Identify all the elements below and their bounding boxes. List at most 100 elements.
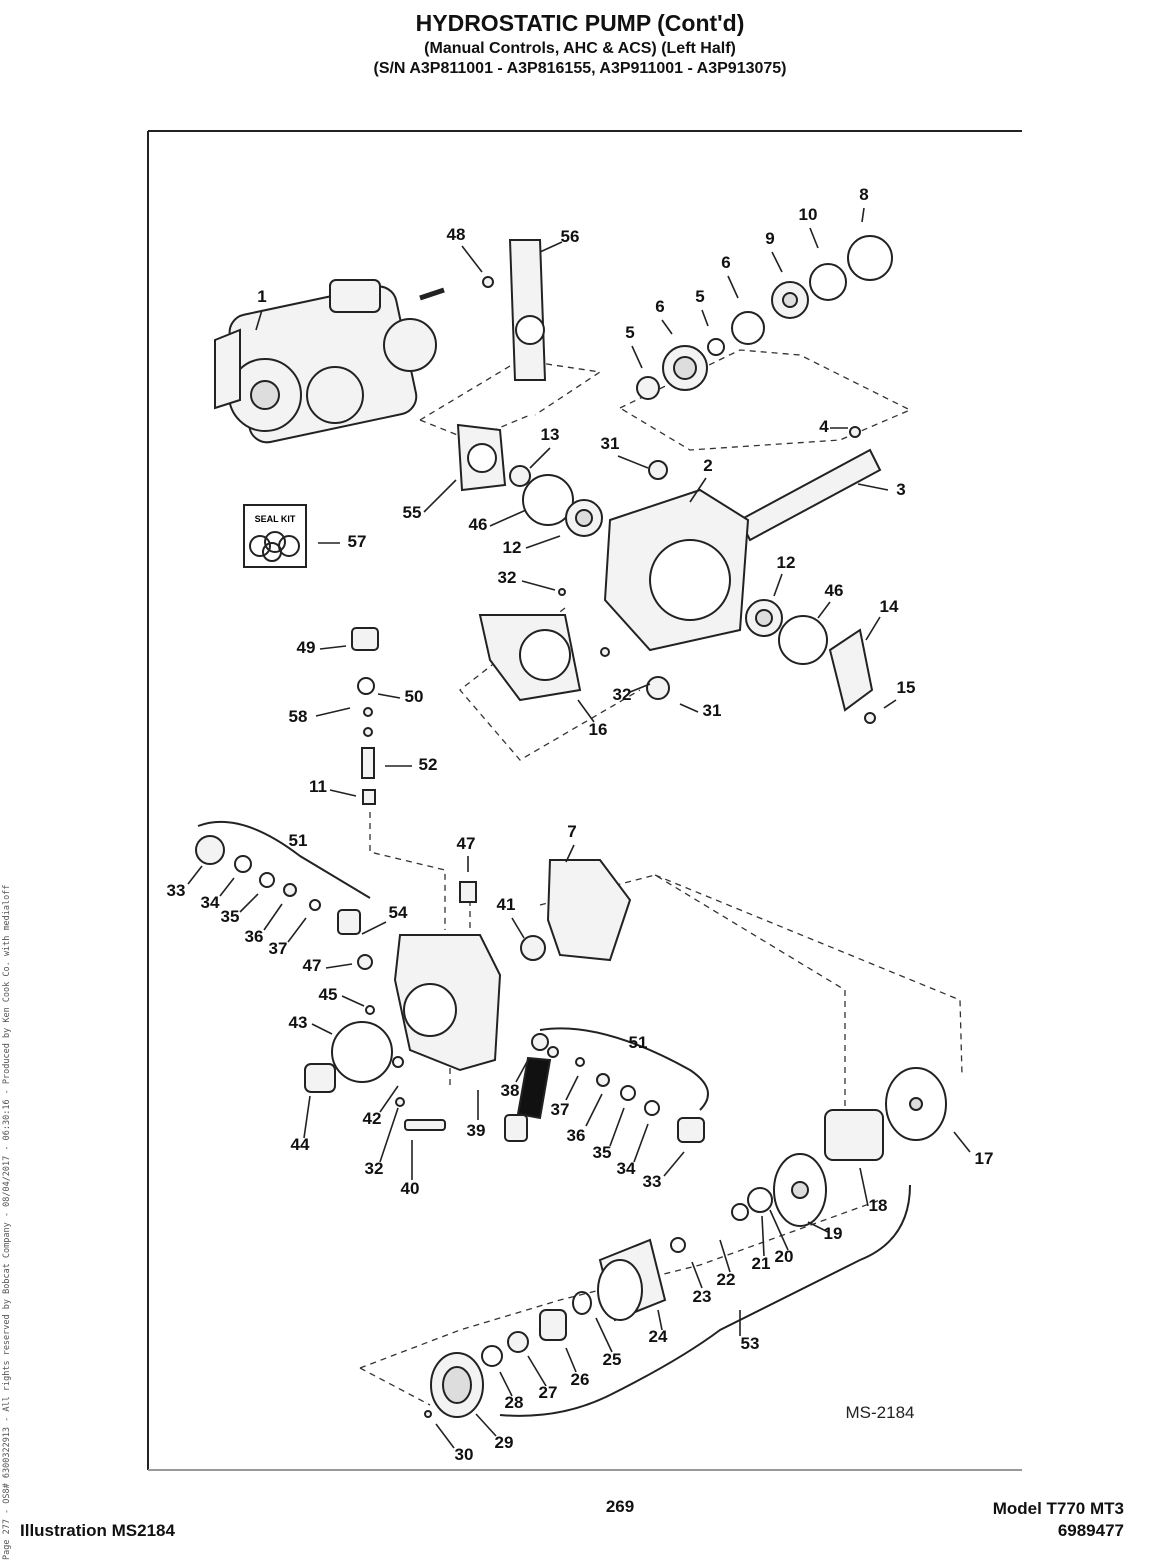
callout-57: 57 bbox=[348, 532, 367, 551]
page-subtitle: (Manual Controls, AHC & ACS) (Left Half) bbox=[424, 40, 736, 57]
callout-6: 6 bbox=[655, 297, 664, 316]
part-number: 6989477 bbox=[1057, 1521, 1124, 1540]
leader-line bbox=[817, 601, 831, 619]
leader-line bbox=[595, 1317, 613, 1353]
callout-12: 12 bbox=[503, 538, 522, 557]
leader-line bbox=[727, 275, 739, 299]
callout-51: 51 bbox=[289, 831, 308, 850]
leader-line bbox=[489, 509, 527, 527]
callout-40: 40 bbox=[401, 1179, 420, 1198]
callout-1: 1 bbox=[257, 287, 266, 306]
seal-kit-icon: SEAL KIT bbox=[243, 504, 307, 568]
leader-line bbox=[771, 251, 783, 273]
callout-5: 5 bbox=[625, 323, 634, 342]
callout-16: 16 bbox=[589, 720, 608, 739]
leader-line bbox=[529, 447, 551, 469]
leader-line bbox=[617, 455, 649, 469]
callout-41: 41 bbox=[497, 895, 516, 914]
seal-kit-label: SEAL KIT bbox=[255, 514, 296, 524]
callout-32: 32 bbox=[498, 568, 517, 587]
callout-18: 18 bbox=[869, 1196, 888, 1215]
illustration-frame bbox=[147, 130, 1022, 1471]
leader-line bbox=[499, 1371, 513, 1397]
callout-20: 20 bbox=[775, 1247, 794, 1266]
callout-5: 5 bbox=[695, 287, 704, 306]
callout-13: 13 bbox=[541, 425, 560, 444]
leader-line bbox=[525, 535, 561, 549]
leader-line bbox=[303, 1095, 311, 1139]
callout-43: 43 bbox=[289, 1013, 308, 1032]
callout-49: 49 bbox=[297, 638, 316, 657]
callout-37: 37 bbox=[551, 1100, 570, 1119]
leader-line bbox=[239, 893, 259, 913]
leader-line bbox=[311, 1023, 333, 1035]
callout-44: 44 bbox=[291, 1135, 310, 1154]
leader-line bbox=[719, 1239, 731, 1273]
leader-line bbox=[287, 917, 307, 943]
callout-55: 55 bbox=[403, 503, 422, 522]
callout-2: 2 bbox=[703, 456, 712, 475]
callout-32: 32 bbox=[365, 1159, 384, 1178]
callout-4: 4 bbox=[819, 417, 829, 436]
leader-line bbox=[761, 1215, 765, 1257]
callout-33: 33 bbox=[167, 881, 186, 900]
callout-31: 31 bbox=[703, 701, 722, 720]
leader-line bbox=[315, 707, 351, 717]
leader-line bbox=[807, 1221, 829, 1233]
callout-22: 22 bbox=[717, 1270, 736, 1289]
leader-line bbox=[187, 865, 203, 885]
callout-23: 23 bbox=[693, 1287, 712, 1306]
leader-line bbox=[663, 1151, 685, 1177]
callout-11: 11 bbox=[309, 777, 327, 796]
callout-10: 10 bbox=[799, 205, 818, 224]
leader-line bbox=[361, 921, 387, 935]
leader-line bbox=[701, 309, 709, 327]
pump-assembly-drawing bbox=[195, 235, 947, 1418]
callout-14: 14 bbox=[880, 597, 899, 616]
leader-line bbox=[679, 703, 699, 713]
illustration-id: MS-2184 bbox=[846, 1403, 915, 1422]
brace-curves bbox=[197, 820, 911, 1417]
callout-37: 37 bbox=[269, 939, 288, 958]
callout-31: 31 bbox=[601, 434, 620, 453]
leader-line bbox=[319, 645, 347, 650]
callout-36: 36 bbox=[567, 1126, 586, 1145]
callout-54: 54 bbox=[389, 903, 408, 922]
leader-line bbox=[953, 1131, 971, 1153]
callout-46: 46 bbox=[825, 581, 844, 600]
callout-32: 32 bbox=[613, 685, 632, 704]
leader-line bbox=[515, 1059, 529, 1083]
callout-53: 53 bbox=[741, 1334, 760, 1353]
callout-47: 47 bbox=[303, 956, 322, 975]
leader-line bbox=[423, 479, 457, 513]
callout-58: 58 bbox=[289, 707, 308, 726]
leader-line bbox=[521, 580, 556, 591]
leader-line bbox=[341, 995, 365, 1007]
leader-line bbox=[511, 917, 525, 939]
serial-range: (S/N A3P811001 - A3P816155, A3P911001 - … bbox=[373, 60, 787, 77]
leader-line bbox=[661, 319, 673, 335]
callout-39: 39 bbox=[467, 1121, 486, 1140]
leader-line bbox=[255, 309, 263, 331]
callout-36: 36 bbox=[245, 927, 264, 946]
leader-line bbox=[377, 693, 401, 699]
leader-line bbox=[585, 1093, 603, 1127]
callout-34: 34 bbox=[201, 893, 220, 912]
callout-51: 51 bbox=[629, 1033, 648, 1052]
leader-line bbox=[325, 963, 353, 969]
page-number: 269 bbox=[605, 1497, 635, 1516]
callout-8: 8 bbox=[859, 185, 868, 204]
callout-33: 33 bbox=[643, 1172, 662, 1191]
callout-7: 7 bbox=[567, 822, 576, 841]
leader-line bbox=[565, 844, 575, 863]
leader-line bbox=[769, 1209, 789, 1251]
leader-line bbox=[329, 789, 357, 797]
leader-line bbox=[865, 616, 881, 641]
callout-15: 15 bbox=[897, 678, 916, 697]
leader-line bbox=[629, 683, 651, 693]
leader-lines bbox=[187, 207, 971, 1449]
leader-line bbox=[461, 245, 483, 273]
callout-50: 50 bbox=[405, 687, 424, 706]
leader-line bbox=[565, 1347, 577, 1373]
